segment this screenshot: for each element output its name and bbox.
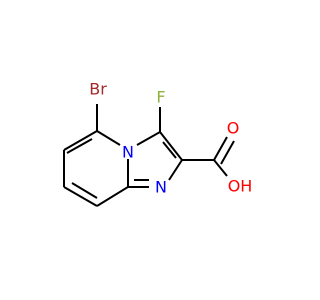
- carbonyl-oxygen-label: O: [227, 119, 240, 138]
- bridgehead-nitrogen-label: N: [122, 143, 134, 162]
- imidazole-nitrogen-label: N: [155, 178, 167, 197]
- bond-c-o-double-b: [220, 140, 235, 165]
- fluorine-atom-label: F: [156, 88, 165, 107]
- bond-c2-n1: [168, 159, 183, 181]
- bond-c8-c8a: [96, 186, 129, 207]
- chemical-structure-diagram: Br F N N O OH: [63, 80, 253, 207]
- bond-c3-c2: [159, 131, 183, 161]
- bond-c7-c8: [63, 186, 98, 207]
- bond-c3-c2-inner: [162, 141, 177, 159]
- bond-c5-c6-inner: [66, 138, 93, 154]
- bond-c-oh: [213, 159, 228, 177]
- bond-n4-c3: [136, 131, 161, 146]
- bond-c-o-double-a: [213, 136, 228, 161]
- bond-c7-c8-inner: [71, 182, 98, 199]
- bond-n4-c5: [96, 130, 121, 146]
- hydroxyl-label: OH: [228, 177, 253, 196]
- bond-c5-c6: [63, 130, 98, 151]
- bromine-atom-label: Br: [89, 80, 107, 99]
